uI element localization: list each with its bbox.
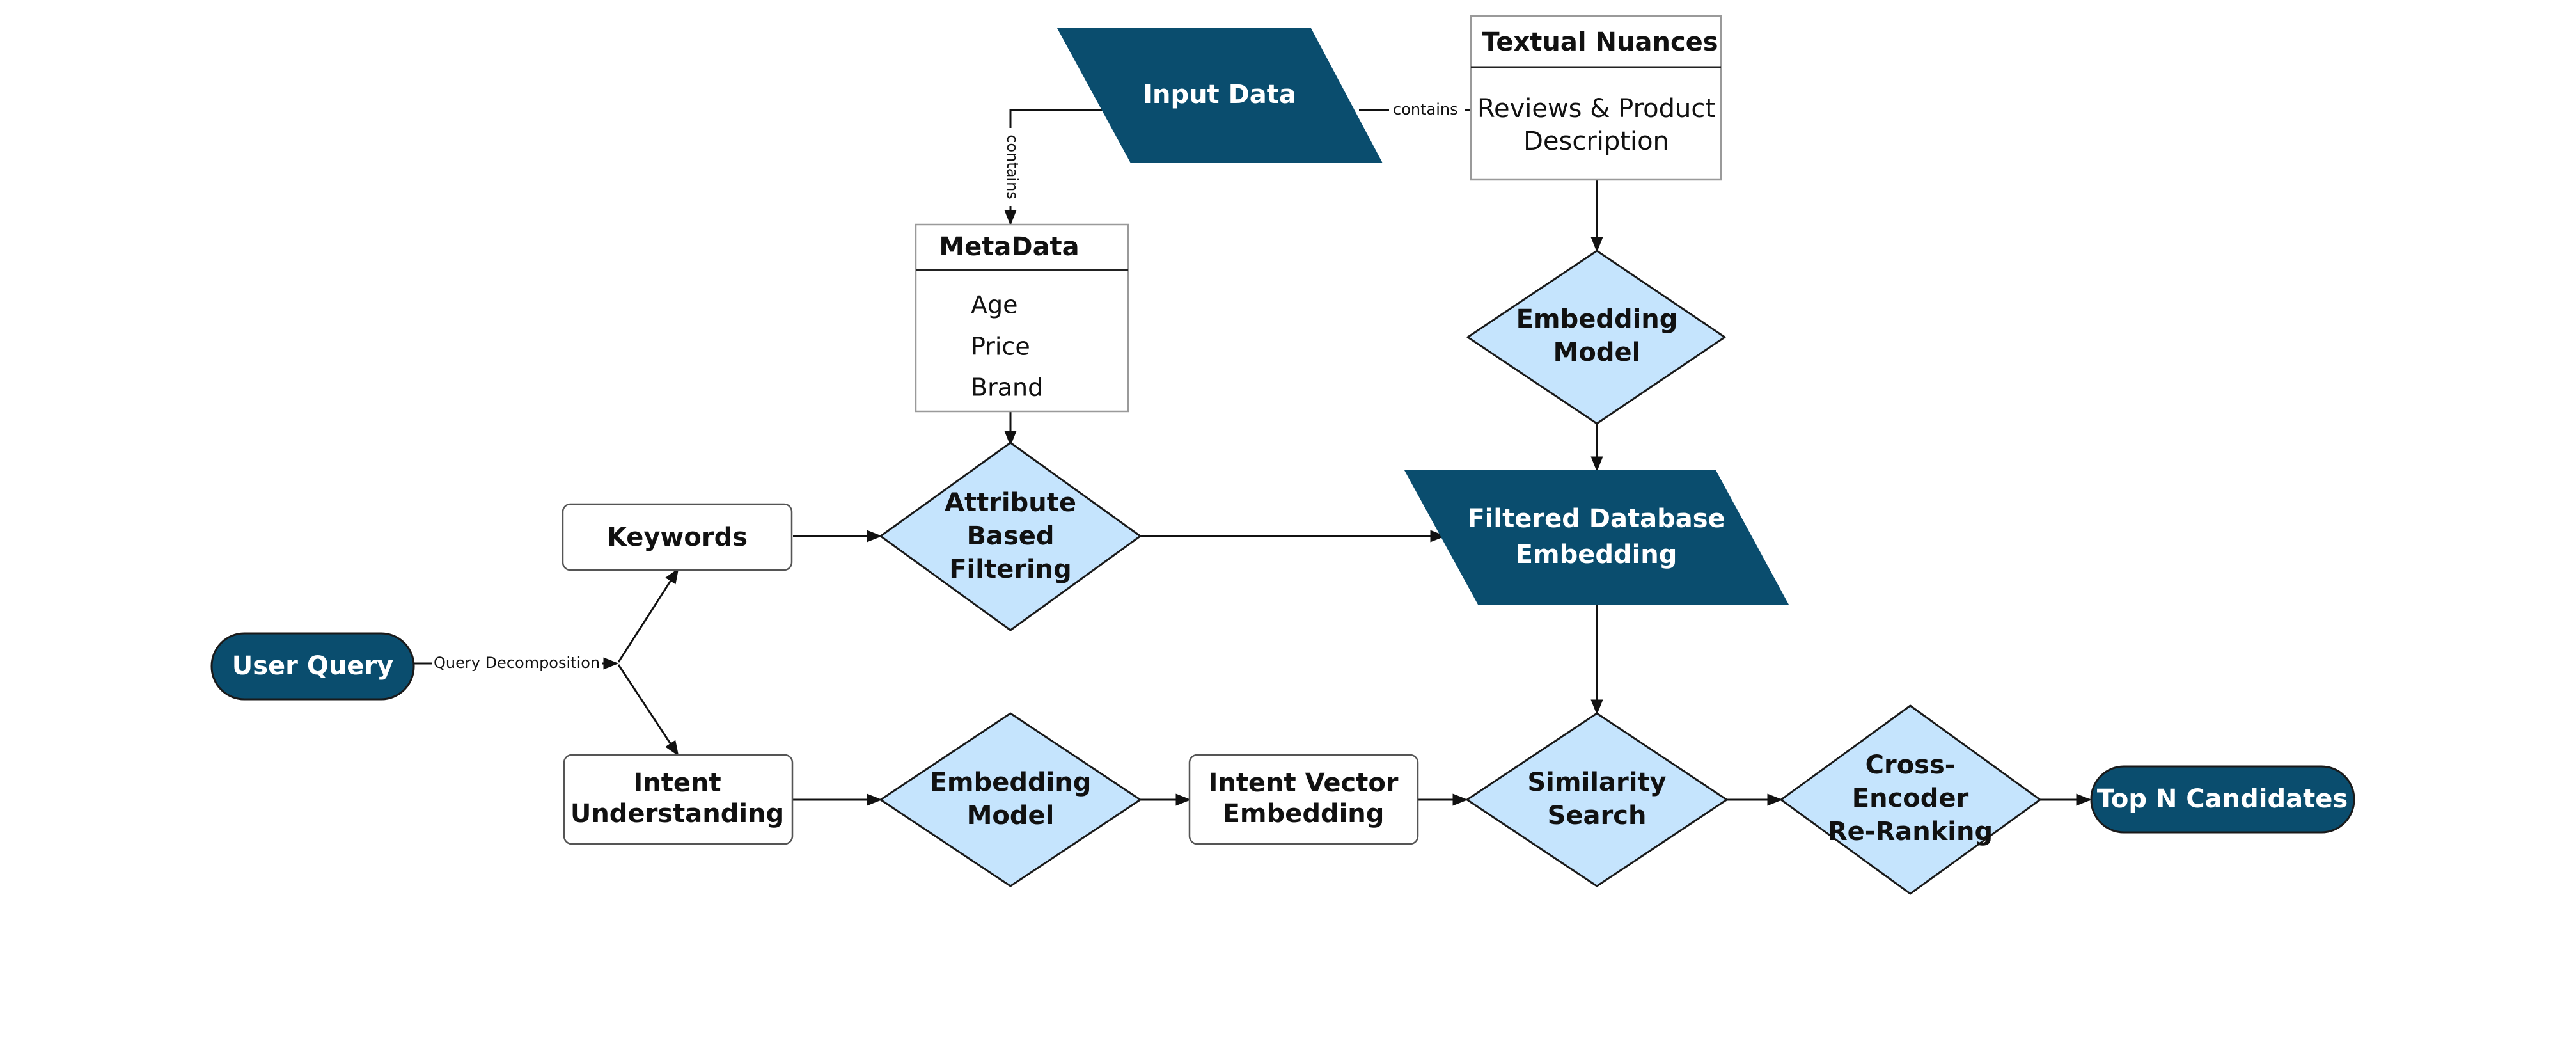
attribute-filtering-shape	[879, 441, 1142, 631]
intent-vector-box	[1188, 754, 1419, 845]
embedding-model-bottom-line1: Embedding	[930, 768, 1092, 797]
top-n-label: Top N Candidates	[2097, 784, 2348, 814]
cross-encoder-line1: Cross-	[1865, 750, 1956, 780]
textual-nuances-line1: Reviews & Product	[1477, 94, 1715, 123]
intent-vector-line2: Embedding	[1223, 799, 1385, 829]
user-query-label: User Query	[232, 651, 393, 681]
attribute-filtering-line2: Based	[966, 521, 1054, 551]
edge-split-to-intent	[617, 664, 679, 757]
intent-understanding-line1: Intent	[633, 768, 721, 798]
textual-nuances-line2: Description	[1523, 127, 1669, 156]
cross-encoder-line3: Re-Ranking	[1828, 817, 1993, 846]
node-intent-understanding: Intent Understanding	[563, 754, 794, 845]
keywords-box	[562, 503, 793, 571]
input-data-label: Input Data	[1143, 80, 1296, 109]
edge-split-to-keywords	[617, 567, 679, 663]
embedding-model-top-line2: Model	[1553, 338, 1641, 367]
edge-label-contains-down: contains	[1003, 134, 1021, 200]
user-query-shape	[210, 632, 415, 701]
node-embedding-model-bottom: Embedding Model	[879, 712, 1142, 887]
node-user-query: User Query	[210, 632, 415, 701]
node-cross-encoder: Cross- Encoder Re-Ranking	[1780, 704, 2041, 895]
attribute-filtering-line1: Attribute	[945, 488, 1076, 518]
node-input-data: Input Data	[1057, 28, 1383, 163]
textual-nuances-box	[1470, 15, 1722, 181]
intent-understanding-box	[563, 754, 794, 845]
embedding-model-bottom-line2: Model	[967, 801, 1055, 830]
node-top-n-candidates: Top N Candidates	[2090, 765, 2355, 834]
embedding-model-bottom-shape	[879, 712, 1142, 887]
intent-understanding-line2: Understanding	[570, 799, 784, 829]
node-textual-nuances: Textual Nuances Reviews & Product Descri…	[1470, 15, 1722, 181]
metadata-item-price: Price	[971, 333, 1030, 361]
edges: contains contains Query Decomposition	[414, 100, 2092, 806]
textual-nuances-title: Textual Nuances	[1482, 28, 1718, 57]
edge-label-query-decomposition: Query Decomposition	[434, 654, 600, 672]
node-keywords: Keywords	[562, 503, 793, 571]
similarity-search-line1: Similarity	[1527, 768, 1666, 797]
filtered-db-line2: Embedding	[1516, 540, 1677, 569]
embedding-model-top-line1: Embedding	[1516, 305, 1678, 334]
edge-input-to-metadata-a	[1009, 109, 1103, 128]
edge-label-contains-right: contains	[1393, 100, 1458, 118]
node-similarity-search: Similarity Search	[1466, 712, 1728, 887]
intent-vector-line1: Intent Vector	[1208, 768, 1398, 798]
node-embedding-model-top: Embedding Model	[1466, 250, 1726, 425]
metadata-box	[915, 223, 1129, 413]
cross-encoder-line2: Encoder	[1852, 784, 1969, 813]
node-filtered-database-embedding: Filtered Database Embedding	[1404, 470, 1789, 605]
top-n-shape	[2090, 765, 2355, 834]
similarity-search-shape	[1466, 712, 1728, 887]
embedding-model-top-shape	[1466, 250, 1726, 425]
metadata-item-brand: Brand	[971, 374, 1043, 402]
metadata-item-age: Age	[971, 291, 1018, 319]
keywords-label: Keywords	[607, 523, 748, 552]
attribute-filtering-line3: Filtering	[949, 555, 1072, 584]
filtered-db-shape	[1404, 470, 1789, 605]
input-data-shape	[1057, 28, 1383, 163]
metadata-title: MetaData	[939, 232, 1079, 262]
cross-encoder-shape	[1780, 704, 2041, 895]
similarity-search-line2: Search	[1548, 801, 1647, 830]
node-intent-vector-embedding: Intent Vector Embedding	[1188, 754, 1419, 845]
node-attribute-filtering: Attribute Based Filtering	[879, 441, 1142, 631]
node-metadata: MetaData Age Price Brand	[915, 223, 1129, 413]
filtered-db-line1: Filtered Database	[1467, 504, 1725, 534]
